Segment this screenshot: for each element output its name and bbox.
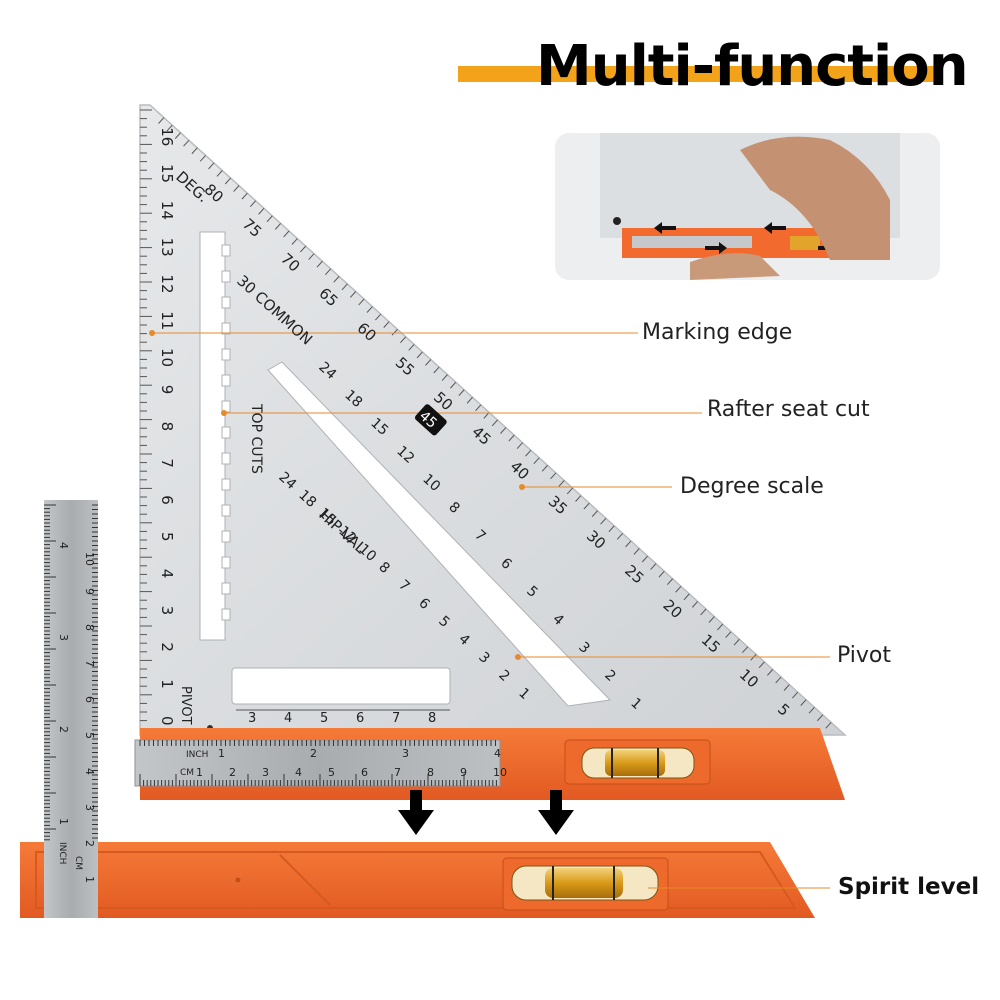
- vertical-ruler-number: 5: [83, 732, 96, 739]
- down-arrow-icon: [398, 790, 434, 835]
- horizontal-ruler-number: 9: [460, 766, 467, 779]
- horizontal-ruler-number: 5: [328, 766, 335, 779]
- horizontal-ruler-inch-number: 2: [310, 747, 317, 760]
- vruler-cm-label: CM: [73, 856, 83, 870]
- left-scale-number: 14: [158, 201, 176, 220]
- vertical-ruler-inch-number: 2: [57, 726, 70, 733]
- horizontal-ruler-inch-number: 3: [402, 747, 409, 760]
- horizontal-ruler-number: 2: [229, 766, 236, 779]
- bottom-window: [231, 667, 451, 705]
- headline-accent-bar: [458, 66, 943, 82]
- callout-marking-edge: Marking edge: [642, 320, 793, 345]
- vertical-ruler-number: 8: [83, 624, 96, 631]
- bottom-window-number: 5: [320, 711, 328, 726]
- square-orange-base: [134, 728, 845, 800]
- vruler-inch-label: INCH: [57, 842, 67, 864]
- horizontal-ruler-inch-number: 4: [494, 747, 501, 760]
- ruler-cm-label: CM: [180, 768, 194, 778]
- horizontal-ruler-number: 3: [262, 766, 269, 779]
- left-scale-number: 8: [158, 422, 176, 432]
- horizontal-ruler-inch-number: 1: [218, 747, 225, 760]
- left-scale-number: 15: [158, 164, 176, 183]
- notched-slot: [199, 231, 226, 641]
- bottom-window-number: 7: [392, 711, 400, 726]
- rafter-square: 3 4 5 6 7 8: [139, 104, 847, 736]
- vertical-ruler-number: 1: [83, 876, 96, 883]
- vertical-ruler-number: 2: [83, 840, 96, 847]
- left-scale-number: 4: [158, 569, 176, 579]
- bottom-window-number: 6: [356, 711, 364, 726]
- orange-spirit-level: [20, 842, 815, 918]
- horizontal-ruler-number: 1: [196, 766, 203, 779]
- left-scale-number: 3: [158, 606, 176, 616]
- horizontal-ruler-number: 4: [295, 766, 302, 779]
- headline-title: Multi-function: [536, 34, 969, 99]
- down-arrow-icon: [538, 790, 574, 835]
- callout-spirit-level: Spirit level: [838, 874, 980, 900]
- left-scale-number: 0: [158, 716, 176, 726]
- left-scale-number: 6: [158, 495, 176, 505]
- left-scale-number: 9: [158, 385, 176, 395]
- vertical-ruler-number: 4: [83, 768, 96, 775]
- left-scale-number: 16: [158, 127, 176, 146]
- vertical-ruler-inch-number: 4: [57, 542, 70, 549]
- callout-leaders: [152, 332, 830, 889]
- callout-degree-scale: Degree scale: [680, 474, 824, 499]
- bottom-window-number: 3: [248, 711, 256, 726]
- bottom-window-number: 8: [428, 711, 436, 726]
- vertical-ruler-number: 7: [83, 660, 96, 667]
- callout-rafter-seat-cut: Rafter seat cut: [707, 397, 870, 422]
- left-scale-number: 5: [158, 532, 176, 542]
- horizontal-ruler-number: 10: [493, 766, 507, 779]
- left-scale-number: 13: [158, 238, 176, 257]
- bottom-window-number: 4: [284, 711, 292, 726]
- vertical-ruler-inch-number: 3: [57, 634, 70, 641]
- left-scale-number: 2: [158, 642, 176, 652]
- diagonal-slot: [267, 361, 612, 707]
- left-scale-number: 11: [158, 311, 176, 330]
- vertical-ruler-inch-number: 1: [57, 818, 70, 825]
- horizontal-ruler-number: 8: [427, 766, 434, 779]
- vertical-ruler-number: 10: [83, 552, 96, 566]
- left-scale-number: 1: [158, 679, 176, 689]
- inset-photo: [555, 133, 940, 280]
- vertical-ruler-number: 6: [83, 696, 96, 703]
- left-scale-number: 10: [158, 348, 176, 367]
- left-scale-number: 12: [158, 274, 176, 293]
- horizontal-ruler-number: 6: [361, 766, 368, 779]
- square-label-pivot: PIVOT: [178, 686, 193, 725]
- callout-pivot: Pivot: [837, 643, 892, 668]
- vertical-ruler-number: 9: [83, 588, 96, 595]
- ruler-inch-label: INCH: [186, 750, 208, 760]
- square-label-top-cuts: TOP CUTS: [248, 403, 264, 474]
- left-scale-number: 7: [158, 458, 176, 468]
- vertical-ruler-number: 3: [83, 804, 96, 811]
- horizontal-ruler-number: 7: [394, 766, 401, 779]
